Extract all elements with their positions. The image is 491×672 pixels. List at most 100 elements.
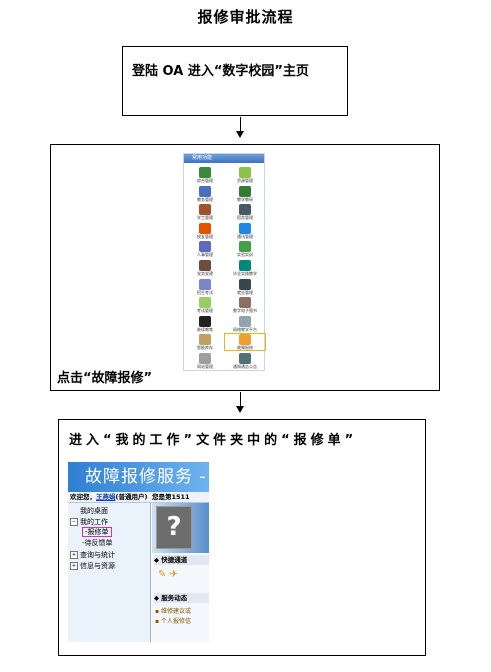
app-tile[interactable]: 就业管理 [225,278,265,295]
diagram-title: 报修审批流程 [197,8,294,26]
tree-item-my-work[interactable]: −我的工作 [70,518,108,526]
app-label: 通知通告公告 [233,364,257,369]
step-1-box: 登陆 OA 进入“数字校园”主页 [122,46,348,116]
app-icon [199,204,211,216]
app-icon [239,167,251,178]
app-label: 智能库存 [197,345,213,351]
expand-icon[interactable]: + [70,562,78,570]
tree-item-pending-feedback[interactable]: -待反馈单 [82,539,113,547]
app-grid-screenshot: 常用功能 综合管理 资源管理教务管理 教学教研学工管理 宿舍管理校友管理 通讯管理人事管… [183,153,266,371]
app-icon [199,353,211,364]
app-tile[interactable]: 智能库存 [185,334,225,350]
quick-access-title: ◆ 快捷通道 [154,555,209,565]
step-1-text: 登陆 OA 进入“数字校园”主页 [132,64,309,79]
app-grid-header: 常用功能 [184,154,264,163]
service-item[interactable]: ▪ 个人报修信 [155,618,191,625]
app-label: 人事管理 [197,252,213,258]
tree-item-query-stats[interactable]: +查询与统计 [70,551,115,559]
app-tile[interactable]: 人事管理 [185,241,225,257]
app-icon [199,222,211,234]
app-tile[interactable]: 网络教学平台 [225,315,265,332]
app-tile[interactable]: 校友管理 [185,222,225,239]
app-tile[interactable]: 党务党建 [185,260,225,276]
app-label: 通讯管理 [237,233,253,239]
app-label: 党务党建 [197,271,213,276]
app-label: 继续教育 [197,326,213,332]
app-tile[interactable]: 综合管理 [185,167,225,183]
side-tree: 我的桌面 −我的工作 -报修单 -待反馈单 +查询与统计 +信息与资源 [68,503,151,642]
tree-item-desktop[interactable]: 我的桌面 [80,507,108,515]
app-label: 就业管理 [237,289,253,295]
collapse-icon[interactable]: − [70,518,78,526]
app-icon [239,353,251,364]
app-tile[interactable]: 招生考试 [185,278,225,295]
service-item[interactable]: ▪ 维修建议或 [155,608,191,615]
step-2-text: 点击“故障报修” [57,371,153,386]
app-tile[interactable]: 故障报修 [224,333,266,352]
welcome-bar: 欢迎您，王燕娟(普通用户) 您是第1511 [68,492,209,503]
app-label: 网站管理 [197,364,213,369]
arrow-down-1 [236,117,244,138]
app-tile[interactable]: 通知通告公告 [225,353,265,369]
avatar-placeholder-icon: ? [166,512,182,542]
app-label: 实验实训 [237,252,253,258]
app-tile[interactable]: 毕业实践教学 [225,260,265,276]
app-icon [239,185,251,197]
app-tile[interactable]: 宿舍管理 [225,204,265,220]
app-label: 学工管理 [197,215,213,221]
app-icon [199,167,211,178]
app-label: 网络教学平台 [233,326,257,332]
app-icon [239,315,251,327]
app-tile[interactable]: 数字电子图书 [225,297,265,313]
main-panel: ? ◆ 快捷通道 ✎ ✈ ◆ 服务动态 ▪ 维修建议或 ▪ 个人报修信 [152,503,209,642]
app-icon [239,204,251,216]
app-icon [239,241,251,253]
app-tile[interactable]: 资源管理 [225,167,265,183]
app-tile[interactable]: 教学教研 [225,185,265,202]
app-label: 故障报修 [237,345,253,351]
step-3-box: 进入“我的工作”文件夹中的“报修单” 故障报修服务 - 欢迎您，王燕娟(普通用户… [58,419,426,656]
avatar: ? [156,506,192,549]
user-name-link[interactable]: 王燕娟 [96,493,116,501]
app-tile[interactable]: 继续教育 [185,315,225,332]
app-tile[interactable]: 教务管理 [185,185,225,202]
app-label: 资源管理 [237,178,253,183]
welcome-role: (普通用户) [115,493,148,501]
app-icon [239,260,251,271]
tree-item-info-resources[interactable]: +信息与资源 [70,562,115,570]
app-icon [199,315,211,327]
step-2-box: 常用功能 综合管理 资源管理教务管理 教学教研学工管理 宿舍管理校友管理 通讯管理人事管… [50,144,440,391]
service-banner: 故障报修服务 - [68,462,209,492]
welcome-suffix: 您是第1511 [151,493,190,501]
app-icon [199,241,211,253]
app-label: 数字电子图书 [233,308,257,314]
app-label: 教务管理 [197,196,213,202]
app-label: 校友管理 [197,233,213,239]
app-icon [239,334,251,346]
repair-form-highlight: -报修单 [82,527,112,537]
app-tile[interactable]: 网站管理 [185,353,225,369]
app-tile[interactable]: 实验实训 [225,241,265,257]
app-icon [199,334,211,346]
app-tile[interactable]: 学工管理 [185,204,225,220]
app-tile[interactable]: 考试管理 [185,297,225,313]
app-icon [199,260,211,271]
service-page-screenshot: 故障报修服务 - 欢迎您，王燕娟(普通用户) 您是第1511 我的桌面 −我的工… [68,462,209,642]
tree-item-repair-form[interactable]: -报修单 [82,527,112,537]
app-icon [199,185,211,197]
app-icon [239,222,251,234]
quick-access-icons[interactable]: ✎ ✈ [158,569,178,580]
app-icon [239,297,251,309]
app-label: 毕业实践教学 [233,271,257,276]
app-icon [239,278,251,290]
app-tile[interactable]: 通讯管理 [225,222,265,239]
expand-icon[interactable]: + [70,551,78,559]
app-label: 招生考试 [197,289,213,295]
app-label: 综合管理 [197,178,213,183]
app-label: 宿舍管理 [237,215,253,221]
app-label: 考试管理 [197,308,213,314]
app-label: 教学教研 [237,196,253,202]
welcome-prefix: 欢迎您， [70,493,96,501]
step-3-text: 进入“我的工作”文件夹中的“报修单” [69,433,358,448]
arrow-down-2 [236,392,244,413]
